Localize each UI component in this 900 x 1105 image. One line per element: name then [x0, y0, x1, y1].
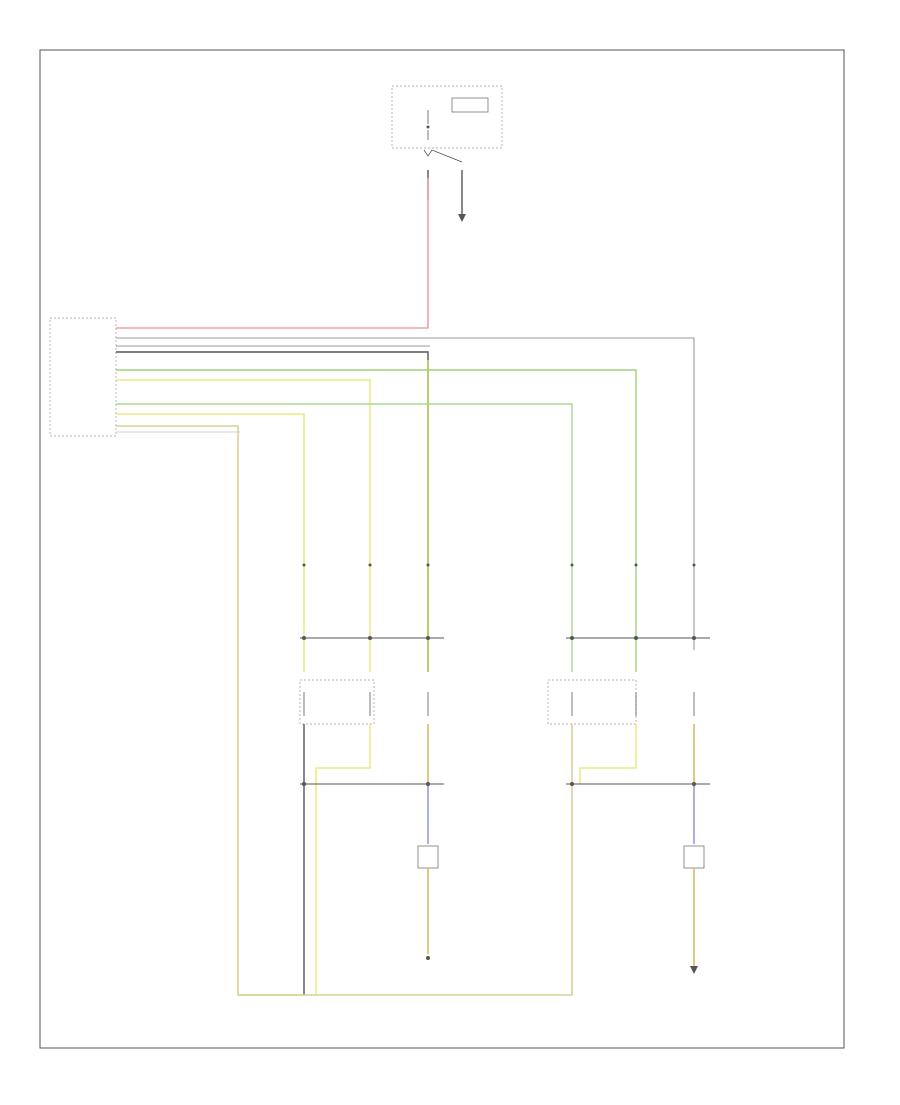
right-seat-module-box: [683, 845, 705, 869]
bus-node: [302, 782, 306, 786]
fuse-box: [391, 85, 503, 163]
control-module: [49, 317, 117, 437]
connector-node: [368, 563, 372, 567]
black-wire: [116, 351, 429, 672]
fuse-output-lines: [423, 149, 463, 163]
bus-node: [570, 636, 574, 640]
ground-arrow: [458, 214, 466, 222]
left-seat-module-box: [417, 845, 439, 869]
bus-node: [692, 636, 696, 640]
right-lower-yellow-wire: [579, 724, 637, 784]
tan-wire: [116, 425, 304, 996]
bus-node: [692, 782, 696, 786]
connector-node: [634, 563, 638, 567]
fuse-node: [426, 125, 430, 129]
bus-node: [302, 636, 306, 640]
light-green-wire: [116, 403, 573, 672]
left-sensor-group: [299, 563, 444, 995]
connector-node: [302, 563, 306, 567]
ground-node: [426, 956, 430, 960]
diagram-frame: [39, 49, 845, 1049]
right-lower-tan-wire: [238, 724, 573, 996]
yellow-wire: [116, 379, 371, 672]
right-sensor-group: [238, 563, 710, 996]
bus-node: [570, 782, 574, 786]
connector-node: [426, 563, 430, 567]
gray-wire-right: [116, 337, 695, 650]
bus-node: [426, 636, 430, 640]
connector-node: [692, 563, 696, 567]
connector-node: [570, 563, 574, 567]
fuse-box-inner: [451, 97, 489, 113]
bus-node: [634, 636, 638, 640]
control-module-outline: [49, 317, 117, 437]
bus-node: [368, 636, 372, 640]
left-lower-yellow-wire: [315, 724, 371, 995]
green-wire: [116, 369, 637, 672]
yellow-wire-2: [116, 413, 305, 672]
bus-node: [426, 782, 430, 786]
fuse-box-outline: [391, 85, 503, 149]
power-wire: [116, 178, 429, 329]
ground-arrow: [690, 966, 698, 974]
left-occupant-sensor-box: [299, 679, 375, 725]
right-occupant-sensor-box: [547, 679, 637, 725]
